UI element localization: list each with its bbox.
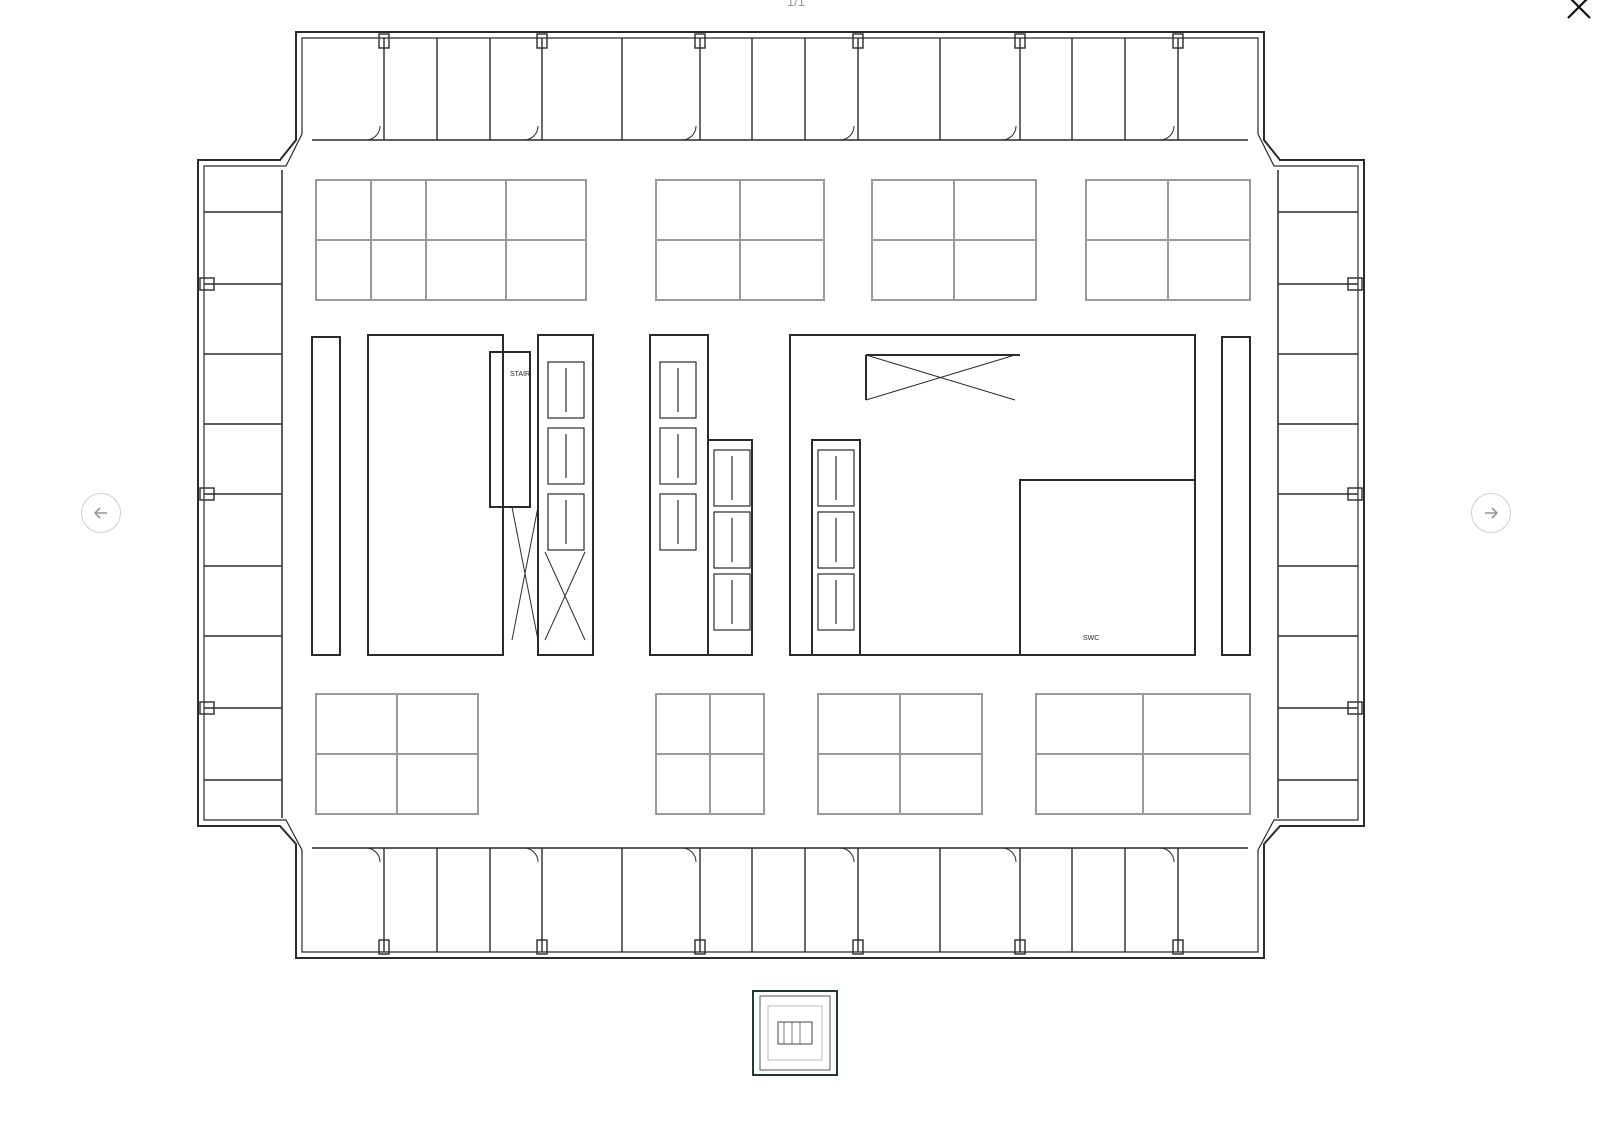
thumbnail-floor-plan xyxy=(759,995,831,1071)
next-image-button[interactable] xyxy=(1471,493,1511,533)
thumbnail-1[interactable] xyxy=(752,990,838,1076)
close-button[interactable] xyxy=(1562,0,1596,24)
workstations xyxy=(315,179,1251,815)
prev-image-button[interactable] xyxy=(81,493,121,533)
right-offices xyxy=(1278,211,1363,781)
bottom-offices xyxy=(365,847,1184,955)
building-outline xyxy=(197,31,1365,959)
top-offices xyxy=(365,33,1184,141)
arrow-left-icon xyxy=(93,507,107,519)
stair-label: STAIR xyxy=(510,371,530,378)
image-counter: 1/1 xyxy=(786,0,806,9)
close-icon xyxy=(1567,0,1591,19)
arrow-right-icon xyxy=(1485,507,1499,519)
left-offices xyxy=(199,211,282,781)
swc-label: SWC xyxy=(1083,635,1099,642)
building-core xyxy=(311,334,1251,656)
